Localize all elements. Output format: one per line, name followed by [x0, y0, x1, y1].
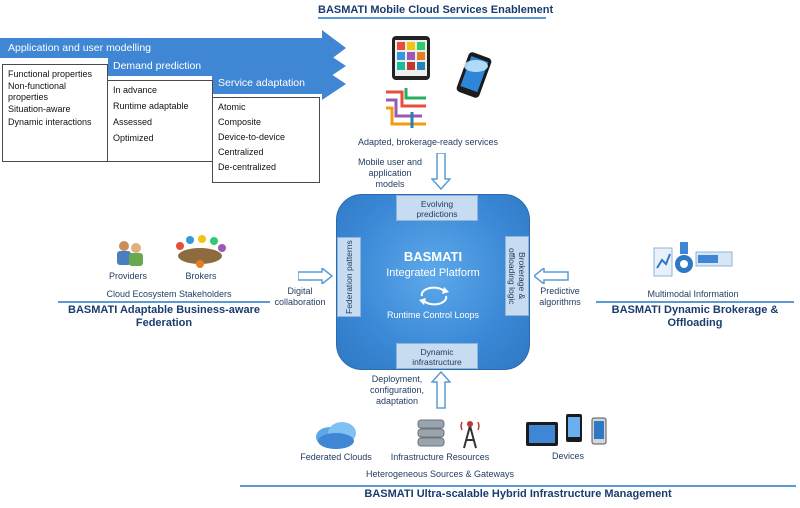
basmati-platform: BASMATI Integrated Platform Runtime Cont…	[336, 194, 530, 370]
providers-icon	[117, 241, 143, 266]
left-arrow-right	[534, 268, 569, 284]
up-arrow-bottom	[431, 370, 451, 409]
list-item: In advance	[113, 85, 158, 95]
stakeholders-label: Cloud Ecosystem Stakeholders	[106, 289, 232, 299]
right-title-line	[596, 301, 794, 303]
list-adaptation: Atomic Composite Device-to-device Centra…	[212, 97, 320, 183]
down-arrow-top	[431, 153, 451, 191]
top-title: BASMATI Mobile Cloud Services Enablement	[318, 4, 554, 16]
band3-arrow	[212, 68, 346, 100]
list-item: Assessed	[113, 117, 153, 127]
sources-label: Heterogeneous Sources & Gateways	[365, 469, 515, 479]
runtime-loops-label: Runtime Control Loops	[386, 310, 480, 320]
brokers-icon	[176, 235, 226, 268]
band3-label: Service adaptation	[218, 77, 305, 89]
left-title-line	[58, 301, 270, 303]
multimodal-info-label: Multimodal Information	[647, 289, 739, 299]
federated-clouds-label: Federated Clouds	[300, 452, 372, 462]
multimodal-info-icon	[653, 242, 733, 277]
services-label: Adapted, brokerage-ready services	[357, 137, 499, 147]
tab-dynamic-infrastructure: Dynamic infrastructure	[396, 343, 478, 369]
modelling-arrows	[0, 30, 346, 100]
list-item: Non-functional properties	[8, 81, 67, 102]
federated-clouds-icon	[316, 422, 356, 449]
devices-label: Devices	[551, 451, 584, 461]
control-loop-icon	[419, 286, 449, 306]
tab-evolving-predictions: Evolving predictions	[396, 195, 478, 221]
servers-icon	[417, 419, 445, 447]
list-item: Dynamic interactions	[8, 117, 92, 127]
platform-title: BASMATI	[403, 249, 463, 264]
right-title: BASMATI Dynamic Brokerage & Offloading	[611, 304, 779, 329]
providers-label: Providers	[108, 271, 147, 281]
deployment-label: Deployment, configuration, adaptation	[369, 374, 425, 406]
circuit-icon	[386, 88, 426, 128]
band2-label: Demand prediction	[113, 60, 202, 72]
tab-federation-patterns: Federation patterns	[337, 237, 361, 317]
devices-icon	[526, 414, 607, 446]
list-item: Situation-aware	[8, 104, 71, 114]
list-item: Composite	[218, 117, 262, 127]
list-item: Centralized	[218, 147, 264, 157]
list-item: Functional properties	[8, 69, 93, 79]
predictive-algorithms-label: Predictive algorithms	[539, 286, 581, 307]
evolving-models-label: Mobile user and application models	[357, 157, 423, 189]
bottom-title: BASMATI Ultra-scalable Hybrid Infrastruc…	[364, 488, 672, 500]
infra-resources-label: Infrastructure Resources	[390, 452, 490, 462]
cloud-phone-icon	[456, 52, 492, 98]
brokers-label: Brokers	[185, 271, 217, 281]
top-title-line	[318, 17, 546, 19]
right-arrow-left	[298, 268, 334, 284]
list-functional: Functional properties Non-functional pro…	[2, 64, 108, 162]
list-item: Runtime adaptable	[113, 101, 189, 111]
list-item: Device-to-device	[218, 132, 286, 142]
tab-brokerage-logic: Brokerage & offloading logic	[505, 236, 529, 316]
list-demand: In advance Runtime adaptable Assessed Op…	[107, 80, 213, 162]
list-item: Atomic	[218, 102, 246, 112]
bottom-title-line	[240, 485, 796, 487]
band1-label: Application and user modelling	[8, 42, 152, 54]
list-item: De-centralized	[218, 162, 277, 172]
apps-smartphone-icon	[392, 36, 430, 80]
list-item: Optimized	[113, 133, 154, 143]
platform-subtitle: Integrated Platform	[386, 267, 480, 279]
digital-collab-label: Digital collaboration	[274, 286, 326, 307]
antenna-icon	[460, 421, 480, 449]
left-title: BASMATI Adaptable Business-aware Federat…	[68, 304, 260, 329]
